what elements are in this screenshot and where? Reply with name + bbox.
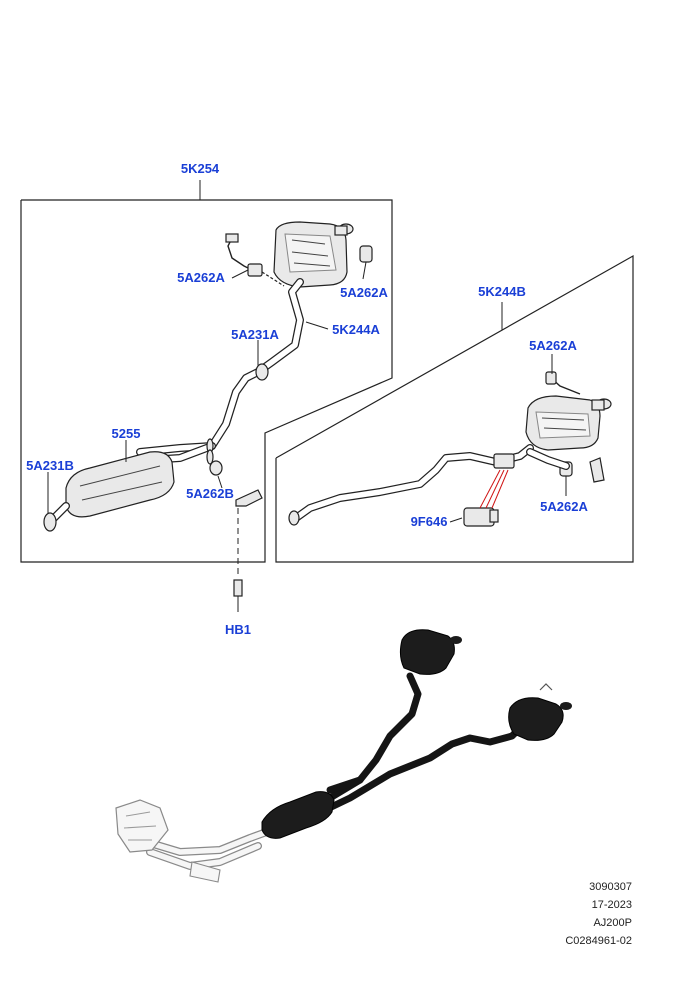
ghost-front-section [115,799,276,883]
overview-rear-muffler-2 [508,697,564,741]
callout-5k254[interactable]: 5K254 [181,161,220,176]
rubber-hanger-right-top[interactable] [545,371,557,385]
leader-9f646 [449,517,463,523]
overview-illustration [115,629,572,883]
intermediate-pipe-left[interactable] [136,278,304,464]
intermediate-pipe-right[interactable] [292,444,570,522]
stud-hb1[interactable] [233,508,243,612]
callout-5k244b[interactable]: 5K244B [478,284,526,299]
clamp-front[interactable] [43,512,57,532]
overview-rear-muffler-1 [399,629,455,675]
rubber-hanger-left-small[interactable] [247,263,263,277]
hanger-bracket-right [589,457,605,483]
ref-line-4: C0284961-02 [565,935,632,947]
clamp-upper[interactable] [255,363,269,381]
callout-5a262a-right-top[interactable]: 5A262A [529,338,577,353]
callout-5a262a-right-bottom[interactable]: 5A262A [540,499,588,514]
rubber-hanger-left-large[interactable] [359,245,373,263]
callout-5a262b[interactable]: 5A262B [186,486,234,501]
overview-hanger-bracket [539,683,553,691]
reference-block: 3090307 17-2023 AJ200P C0284961-02 [565,881,632,947]
callout-5a262a-left-2[interactable]: 5A262A [340,285,388,300]
left-assembly-group: 5K254 [20,161,393,563]
overview-center-muffler [261,791,335,839]
rubber-hanger-center[interactable] [209,460,223,476]
overview-tailpipe-2 [560,702,572,710]
callout-9f646[interactable]: 9F646 [411,514,448,529]
callout-5k244a[interactable]: 5K244A [332,322,380,337]
leader-5a262a-left [231,269,249,279]
callout-5a231a[interactable]: 5A231A [231,327,279,342]
callout-5a262a-left[interactable]: 5A262A [177,270,225,285]
rear-muffler-left[interactable] [273,221,354,288]
pipe-end-lower [206,449,214,465]
callout-hb1[interactable]: HB1 [225,622,251,637]
overview-tailpipe-1 [450,636,462,644]
ref-line-1: 3090307 [589,881,632,893]
hanger-rod-left [261,271,285,287]
actuator-link-lines [479,469,509,509]
valve-flange [493,453,515,469]
sensor-plug-left [225,233,239,243]
right-assembly-frame [275,254,634,563]
right-assembly-group: 5K244B [275,254,634,563]
left-assembly-frame [20,199,393,563]
leader-5k244a [305,321,329,330]
ref-line-3: AJ200P [593,917,632,929]
ref-line-2: 17-2023 [592,899,632,911]
valve-actuator[interactable] [463,507,499,527]
callout-5a231b[interactable]: 5A231B [26,458,74,473]
rear-muffler-right[interactable] [525,395,612,451]
hanger-bracket [235,489,263,507]
leader-5a262a-left-2 [362,261,367,280]
callout-5255[interactable]: 5255 [112,426,141,441]
pipe-end-front-right [288,510,300,526]
leader-5a262b [217,475,223,489]
